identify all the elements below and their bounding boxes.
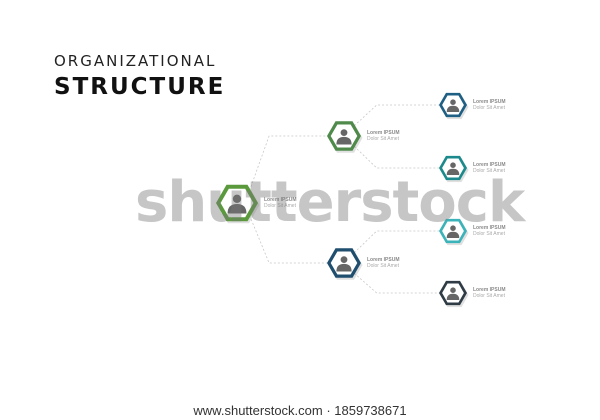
node-mid-top (327, 121, 363, 153)
node-leaf-2 (439, 155, 469, 183)
person-icon (446, 287, 460, 300)
connector-line (249, 215, 327, 264)
connector-line (249, 135, 327, 191)
person-icon (446, 225, 460, 238)
footer-bar: www.shutterstock.com · 1859738671 (0, 390, 600, 420)
node-subtitle: Dolor Sit Amet (264, 203, 296, 209)
connector-line (353, 230, 439, 254)
node-subtitle: Dolor Sit Amet (473, 293, 505, 299)
node-title: Lorem IPSUM (473, 287, 506, 293)
watermark: shutterstock (135, 170, 525, 235)
node-subtitle: Dolor Sit Amet (473, 105, 505, 111)
connector-line (353, 104, 439, 127)
node-root (216, 184, 260, 224)
person-icon (227, 194, 247, 214)
nodes (216, 92, 469, 308)
person-icon (446, 162, 460, 175)
node-title: Lorem IPSUM (367, 257, 400, 263)
connectors (249, 104, 439, 294)
node-subtitle: Dolor Sit Amet (367, 136, 399, 142)
node-subtitle: Dolor Sit Amet (367, 263, 399, 269)
node-title: Lorem IPSUM (473, 225, 506, 231)
node-subtitle: Dolor Sit Amet (473, 231, 505, 237)
node-title: Lorem IPSUM (473, 162, 506, 168)
node-leaf-4 (439, 280, 469, 308)
node-leaf-1 (439, 92, 469, 120)
node-title: Lorem IPSUM (264, 197, 297, 203)
person-icon (446, 99, 460, 112)
title-line-1: ORGANIZATIONAL (54, 52, 217, 70)
node-mid-bottom (327, 248, 363, 280)
node-title: Lorem IPSUM (367, 130, 400, 136)
title-line-2: STRUCTURE (54, 74, 226, 100)
org-chart (216, 92, 469, 308)
node-title: Lorem IPSUM (473, 99, 506, 105)
connector-line (353, 145, 439, 169)
footer-url: www.shutterstock.com · 1859738671 (193, 403, 407, 418)
person-icon (336, 129, 352, 145)
node-subtitle: Dolor Sit Amet (473, 168, 505, 174)
connector-line (353, 272, 439, 294)
node-leaf-3 (439, 218, 469, 246)
person-icon (336, 256, 352, 272)
